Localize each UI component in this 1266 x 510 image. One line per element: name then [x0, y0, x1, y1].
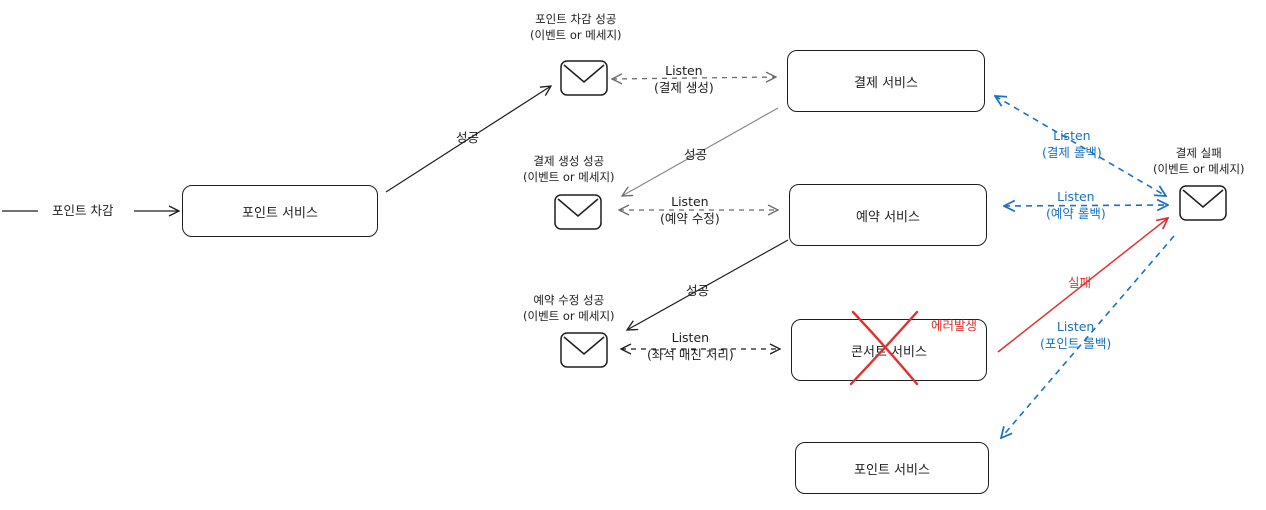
error-cross-icon — [849, 310, 919, 386]
listen-label-reservation-rollback: Listen (예약 롤백) — [1046, 189, 1106, 221]
envelope-icon — [554, 194, 602, 230]
arrow-payment-to-message — [622, 107, 779, 196]
success-label: 성공 — [686, 283, 710, 298]
message-caption-payment-failed: 결제 실패 (이벤트 or 메세지) — [1153, 146, 1245, 176]
envelope-icon — [560, 60, 608, 96]
rollback-arrow-payment — [995, 96, 1166, 196]
success-label: 성공 — [456, 130, 480, 145]
envelope-icon — [1179, 185, 1227, 221]
failure-arrow — [997, 218, 1168, 353]
message-caption-point-deducted: 포인트 차감 성공 (이벤트 or 메세지) — [530, 12, 622, 42]
input-label: 포인트 차감 — [52, 203, 114, 218]
failure-label: 실패 — [1068, 275, 1092, 290]
listen-arrow-payment — [612, 77, 776, 79]
reservation-service-box[interactable]: 예약 서비스 — [789, 184, 987, 246]
success-label: 성공 — [684, 147, 708, 162]
rollback-arrow-reservation — [1004, 205, 1168, 206]
arrow-point-to-message — [385, 86, 551, 193]
listen-label-point-rollback: Listen (포인트 롤백) — [1040, 319, 1112, 351]
payment-service-box[interactable]: 결제 서비스 — [787, 50, 985, 112]
message-caption-payment-created: 결제 생성 성공 (이벤트 or 메세지) — [523, 154, 615, 184]
envelope-icon — [560, 332, 608, 368]
arrow-reservation-to-message — [627, 239, 789, 330]
listen-label-seat-sold: Listen (좌석 매진 처리) — [647, 330, 734, 362]
message-caption-reservation-updated: 예약 수정 성공 (이벤트 or 메세지) — [523, 293, 615, 323]
listen-label-payment-create: Listen (결제 생성) — [654, 63, 714, 95]
error-label: 에러발생 — [931, 318, 978, 333]
listen-label-reservation-update: Listen (예약 수정) — [660, 194, 720, 226]
rollback-arrow-point — [1001, 235, 1175, 438]
listen-label-payment-rollback: Listen (결제 롤백) — [1042, 128, 1102, 160]
point-service-box[interactable]: 포인트 서비스 — [182, 185, 378, 237]
point-service-bottom-box[interactable]: 포인트 서비스 — [795, 442, 989, 494]
